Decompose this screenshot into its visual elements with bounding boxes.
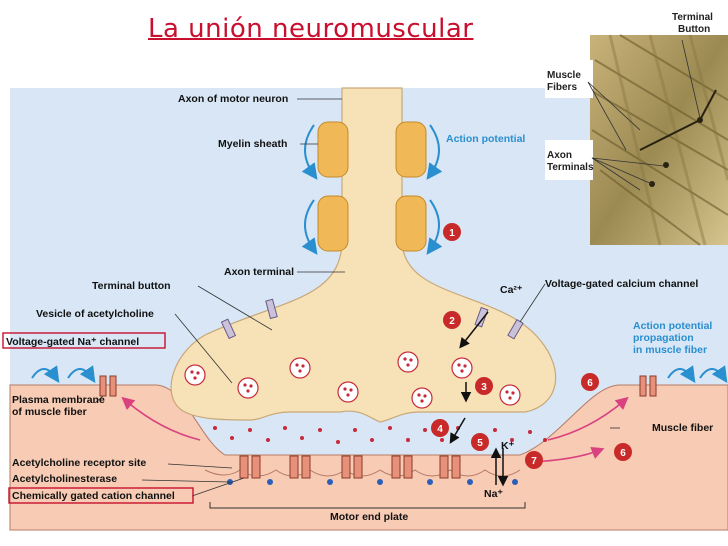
step-6: 6 xyxy=(620,448,626,459)
highlight-box xyxy=(8,487,194,504)
leader-line xyxy=(519,283,546,323)
label-ap-propagation-1: Action potential xyxy=(633,320,712,332)
step-badges: 1 2 3 4 5 6 6 7 xyxy=(431,223,632,469)
voltage-gated-na-channels xyxy=(99,375,657,397)
label-vesicle-ach: Vesicle of acetylcholine xyxy=(36,308,154,320)
label-axon-motor-neuron: Axon of motor neuron xyxy=(178,93,288,105)
label-ap-propagation-2: propagation xyxy=(633,332,694,344)
myelin-sheath xyxy=(395,121,427,178)
photo-label-terminals: Terminals xyxy=(547,162,594,173)
propagation-arrow xyxy=(699,365,728,383)
action-potential-arrow xyxy=(301,124,318,180)
motor-end-plate-bracket xyxy=(209,502,526,509)
propagation-arrow xyxy=(67,365,96,383)
myelin-sheath xyxy=(317,195,349,252)
label-ca-ion: Ca²⁺ xyxy=(500,284,523,296)
label-k-ion: K⁺ xyxy=(501,440,515,452)
photo-label-muscle: Muscle xyxy=(547,70,581,81)
label-ach-esterase: Acetylcholinesterase xyxy=(12,473,117,485)
label-action-potential: Action potential xyxy=(446,133,525,145)
chemically-gated-cation-channels xyxy=(239,455,461,479)
label-na-ion: Na⁺ xyxy=(484,488,503,500)
myelin-sheath xyxy=(317,121,349,178)
leader-line xyxy=(174,313,233,384)
propagation-arrow xyxy=(667,365,696,383)
photo-label-button: Button xyxy=(678,24,710,35)
photo-label-axon: Axon xyxy=(547,150,572,161)
highlight-box xyxy=(2,332,166,349)
micrograph-inset: Terminal Button Muscle Fibers Axon Termi… xyxy=(545,12,728,246)
step-2: 2 xyxy=(449,316,455,327)
step-7: 7 xyxy=(531,456,537,467)
label-plasma-membrane-2: of muscle fiber xyxy=(12,406,87,418)
step-3: 3 xyxy=(481,382,487,393)
leader-line xyxy=(141,479,231,483)
myelin-sheath xyxy=(395,195,427,252)
label-vg-ca-channel: Voltage-gated calcium channel xyxy=(545,278,698,290)
leader-line xyxy=(197,285,273,331)
label-myelin-sheath: Myelin sheath xyxy=(218,138,287,150)
diffusion-arrow xyxy=(449,417,466,444)
label-ap-propagation-3: in muscle fiber xyxy=(633,344,707,356)
action-potential-arrow xyxy=(426,199,443,255)
action-potential-arrow xyxy=(426,124,443,180)
photo-label-terminal: Terminal xyxy=(672,12,713,23)
acetylcholinesterase-molecules xyxy=(227,479,518,485)
voltage-gated-calcium-channels xyxy=(220,298,524,340)
label-plasma-membrane-1: Plasma membrane xyxy=(12,394,105,406)
acetylcholine-vesicle-contents xyxy=(190,357,515,403)
page-title: La unión neuromuscular xyxy=(148,14,474,44)
label-motor-end-plate: Motor end plate xyxy=(330,511,408,523)
label-axon-terminal: Axon terminal xyxy=(224,266,294,278)
step-1: 1 xyxy=(449,228,455,239)
leader-line xyxy=(191,477,245,497)
label-muscle-fiber: Muscle fiber xyxy=(652,422,713,434)
label-vg-na-channel: Voltage-gated Na⁺ channel xyxy=(6,336,139,348)
photo-label-fibers: Fibers xyxy=(547,82,577,93)
local-current-arrow xyxy=(547,396,629,441)
leader-line xyxy=(167,463,233,469)
acetylcholine-vesicles xyxy=(184,351,521,409)
leader-line xyxy=(94,395,104,404)
propagation-arrow xyxy=(31,365,60,383)
local-current-arrow xyxy=(121,396,201,441)
step-6: 6 xyxy=(587,378,593,389)
label-ach-receptor-site: Acetylcholine receptor site xyxy=(12,457,146,469)
step-4: 4 xyxy=(437,424,443,435)
label-terminal-button: Terminal button xyxy=(92,280,171,292)
step-5: 5 xyxy=(477,438,483,449)
calcium-influx-arrow xyxy=(459,311,489,349)
action-potential-arrow xyxy=(301,199,318,255)
label-chem-gated-channel: Chemically gated cation channel xyxy=(12,490,175,502)
